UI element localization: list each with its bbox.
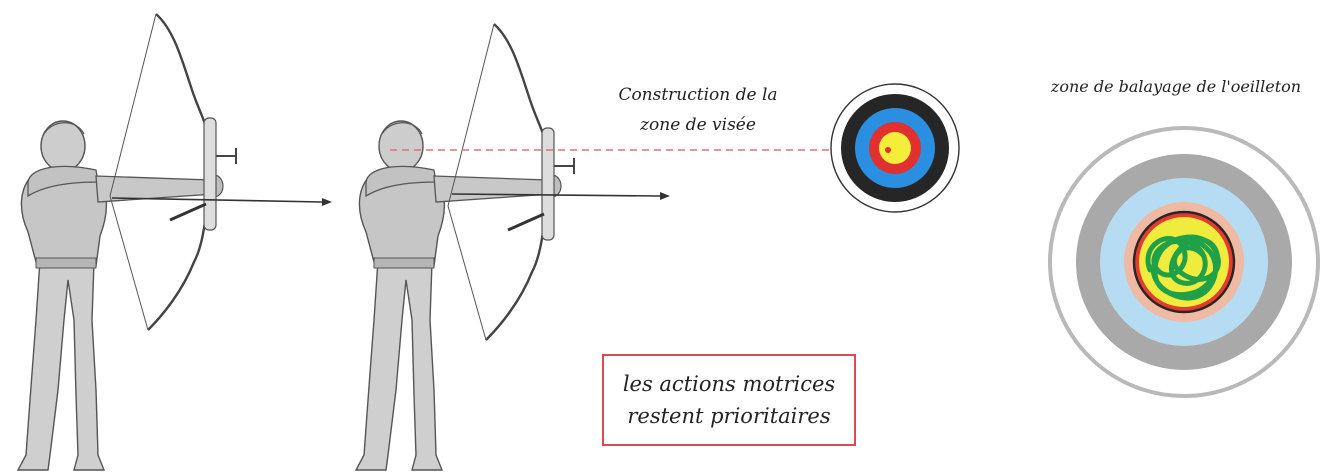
balayage-label: zone de balayage de l'oeilleton (1050, 77, 1302, 96)
arrow-right (451, 192, 670, 200)
arrow-left (111, 197, 332, 206)
archer-figure-left (17, 120, 224, 471)
construction-label-line1: Construction de la (618, 85, 778, 105)
callout-line1: les actions motrices (622, 372, 836, 396)
archer-figure-right (355, 120, 562, 471)
sight-scan-target (1048, 126, 1320, 398)
archery-target (830, 83, 960, 213)
recurve-bow-left (108, 12, 238, 332)
priority-callout: les actions motrices restent prioritaire… (602, 354, 856, 446)
construction-label-line2: zone de visée (640, 115, 756, 135)
construction-label: Construction de la zone de visée (598, 80, 798, 140)
callout-line2: restent prioritaires (627, 404, 831, 428)
scan-track (1145, 234, 1221, 301)
